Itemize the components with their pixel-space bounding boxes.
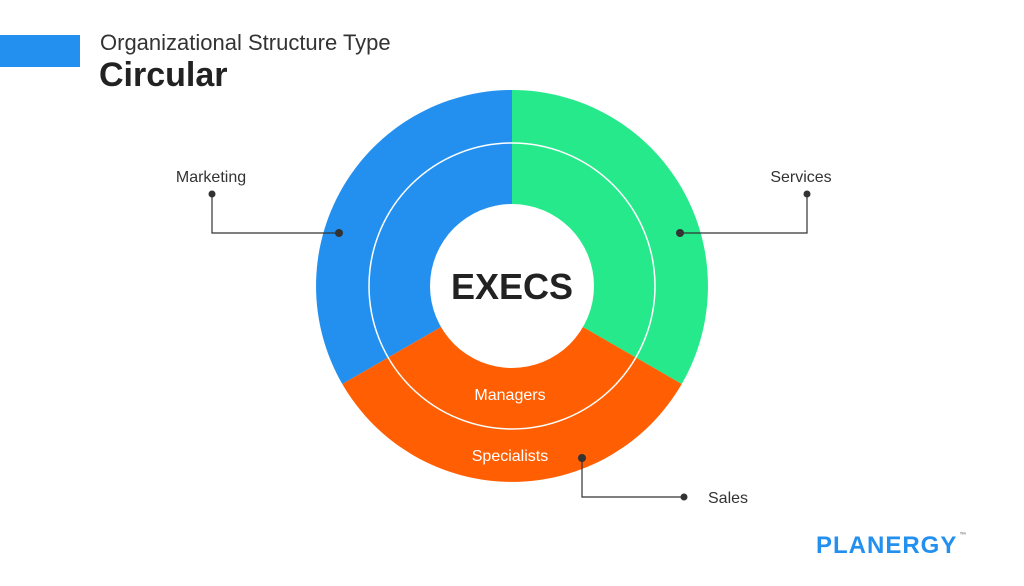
- marketing-label: Marketing: [176, 169, 246, 186]
- services-dot-inner: [676, 229, 684, 237]
- inner-ring-divider: [368, 142, 656, 430]
- logo-text: PLANERGY: [816, 532, 958, 559]
- services-label: Services: [770, 169, 831, 186]
- services-leader-line: [680, 194, 808, 234]
- page-subtitle: Organizational Structure Type: [100, 30, 391, 55]
- center-label: EXECS: [451, 266, 573, 307]
- trademark-mark: ™: [959, 532, 967, 539]
- accent-bar: [0, 35, 80, 67]
- marketing-callout: Marketing: [176, 169, 343, 237]
- inner-ring-label: Managers: [474, 387, 545, 404]
- sales-leader-line: [581, 458, 684, 498]
- services-dot-outer: [803, 190, 811, 198]
- marketing-dot-inner: [335, 229, 343, 237]
- services-callout: Services: [676, 169, 832, 237]
- page-title: Circular: [99, 56, 228, 94]
- marketing-leader-line: [211, 194, 339, 234]
- execs-center-circle: [430, 204, 594, 368]
- sales-segment: [342, 286, 682, 482]
- sales-label: Sales: [708, 490, 748, 507]
- sales-callout: Sales: [578, 454, 748, 507]
- sales-dot-inner: [578, 454, 586, 462]
- outer-ring-label: Specialists: [472, 448, 548, 465]
- marketing-dot-outer: [208, 190, 216, 198]
- sales-dot-outer: [680, 493, 688, 501]
